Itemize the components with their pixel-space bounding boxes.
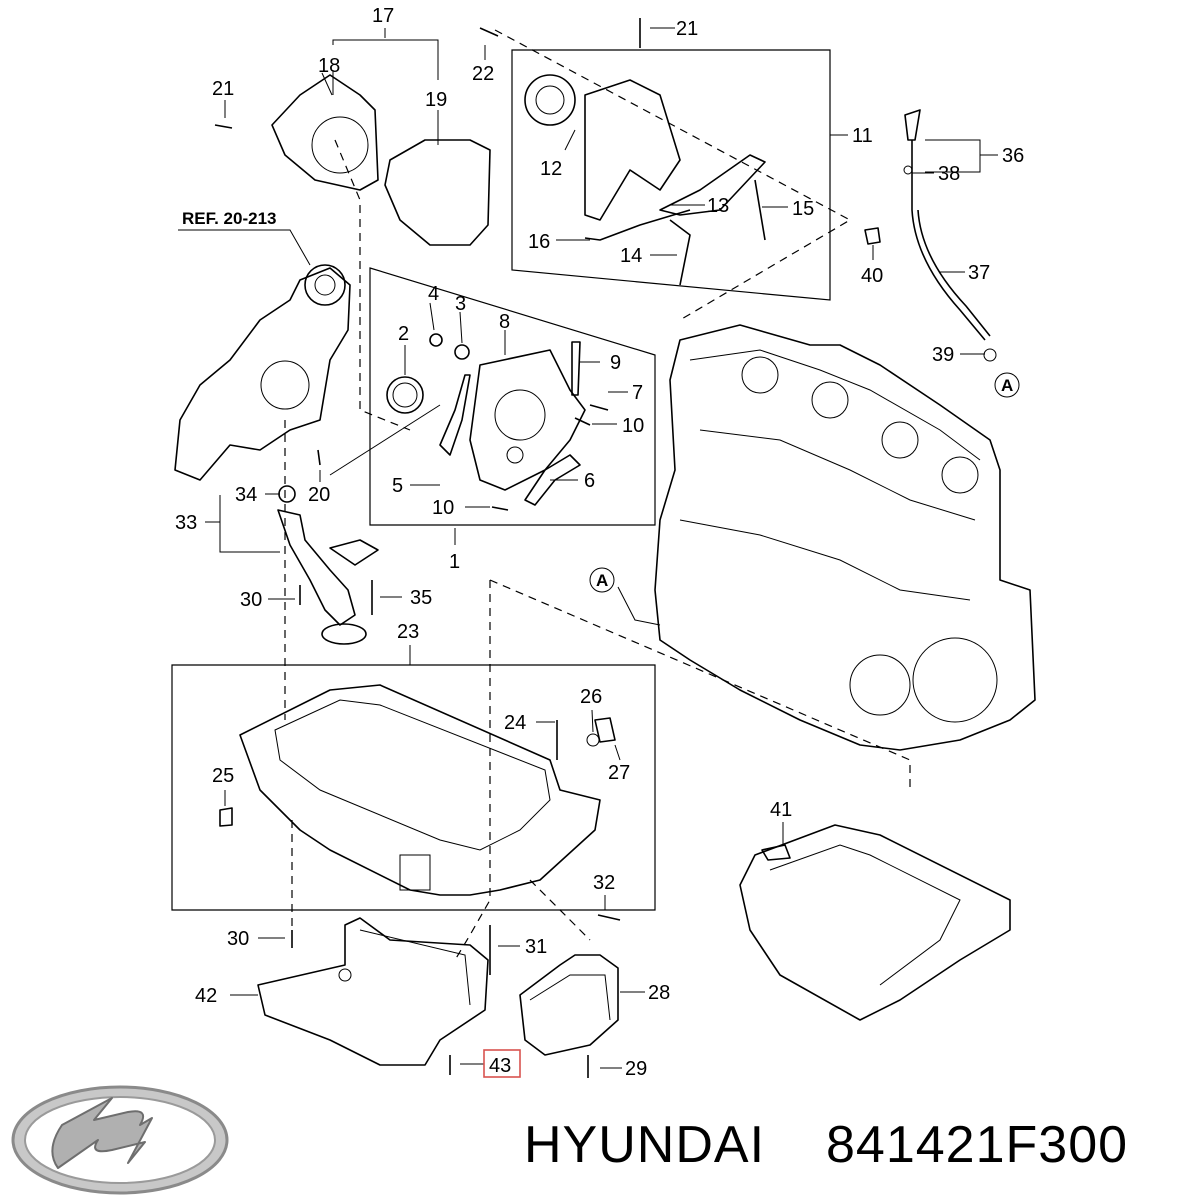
callout-2: 2 <box>398 323 409 345</box>
callout-19: 19 <box>425 89 447 111</box>
callout-41: 41 <box>770 799 792 821</box>
callout-6: 6 <box>584 470 595 492</box>
callout-35: 35 <box>410 587 432 609</box>
oil-level-bracket <box>519 954 619 1056</box>
callout-1: 1 <box>449 551 460 573</box>
reference-note: REF. 20-213 <box>182 209 277 228</box>
circle-marker-a-1-label: A <box>1001 376 1013 395</box>
callout-labels: 17 18 19 21 22 21 11 12 13 15 16 14 36 3… <box>175 5 1024 1080</box>
water-pump <box>174 264 351 481</box>
callout-25: 25 <box>212 765 234 787</box>
callout-5: 5 <box>392 475 403 497</box>
callout-8: 8 <box>499 311 510 333</box>
callout-34: 34 <box>235 484 257 506</box>
callout-37: 37 <box>968 262 990 284</box>
callout-27: 27 <box>608 762 630 784</box>
part-number: 841421F300 <box>826 1116 1128 1174</box>
bolts <box>214 18 641 1078</box>
circle-marker-a-1 <box>994 372 1020 398</box>
callout-20: 20 <box>308 484 330 506</box>
callout-33: 33 <box>175 512 197 534</box>
callout-9: 9 <box>610 352 621 374</box>
callout-22: 22 <box>472 63 494 85</box>
callout-26: 26 <box>580 686 602 708</box>
leader-lines <box>178 27 998 1069</box>
callout-11: 11 <box>852 125 873 147</box>
callout-36: 36 <box>1002 145 1024 167</box>
brand-name: HYUNDAI <box>524 1116 765 1174</box>
callout-28: 28 <box>648 982 670 1004</box>
callout-16: 16 <box>528 231 550 253</box>
callout-38: 38 <box>938 163 960 185</box>
callout-15: 15 <box>792 198 814 220</box>
front-cover-parts <box>386 333 609 511</box>
callout-10: 10 <box>432 497 454 519</box>
oil-strainer <box>277 485 379 645</box>
callout-4: 4 <box>428 283 439 305</box>
oil-pan-group-box <box>171 664 656 911</box>
oil-pan-upper <box>219 684 616 896</box>
circle-marker-a-2-label: A <box>596 571 608 590</box>
callout-42: 42 <box>195 985 217 1007</box>
callout-31: 31 <box>525 936 547 958</box>
callout-7: 7 <box>632 382 643 404</box>
dipstick-assembly <box>864 109 997 362</box>
callout-43: 43 <box>489 1055 511 1077</box>
callout-12: 12 <box>540 158 562 180</box>
engine-block <box>654 324 1036 751</box>
callout-10: 10 <box>622 415 644 437</box>
highlight-box <box>483 1049 521 1078</box>
callout-40: 40 <box>861 265 883 287</box>
callout-32: 32 <box>593 872 615 894</box>
hyundai-logo-icon <box>11 1085 229 1195</box>
oil-baffle-plate <box>257 917 489 1066</box>
callout-24: 24 <box>504 712 526 734</box>
circle-marker-a-2 <box>589 567 615 593</box>
reference-markers: A A <box>589 372 1020 593</box>
callout-21: 21 <box>676 18 698 40</box>
callout-13: 13 <box>707 195 729 217</box>
upper-timing-cover <box>271 72 491 246</box>
group-boxes <box>171 49 831 911</box>
callout-30: 30 <box>240 589 262 611</box>
callout-3: 3 <box>455 293 466 315</box>
callout-21: 21 <box>212 78 234 100</box>
assembly-lines <box>284 29 911 961</box>
callout-23: 23 <box>397 621 419 643</box>
oil-pan-lower <box>739 824 1011 1021</box>
callout-29: 29 <box>625 1058 647 1080</box>
callout-17: 17 <box>372 5 394 27</box>
callout-39: 39 <box>932 344 954 366</box>
callout-18: 18 <box>318 55 340 77</box>
front-cover-group-box <box>369 267 656 526</box>
timing-cover-group-box <box>511 49 831 301</box>
callout-30: 30 <box>227 928 249 950</box>
callout-14: 14 <box>620 245 642 267</box>
timing-belt-cover <box>524 74 766 286</box>
highlighted-part-callout: 43 <box>483 1049 521 1078</box>
